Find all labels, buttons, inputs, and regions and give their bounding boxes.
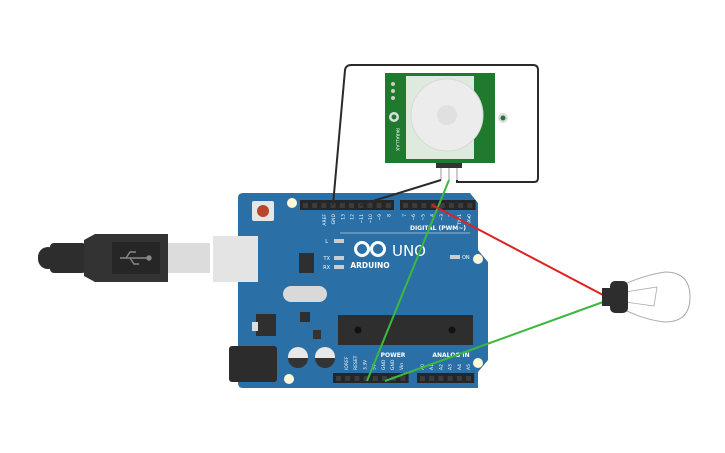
pin-label-power_pins: Vin [399,363,405,370]
header-pin[interactable] [382,376,387,381]
pin-label-analog_pins: A1 [429,364,435,370]
header-pin[interactable] [312,203,318,208]
power-header[interactable] [333,373,409,383]
header-pin[interactable] [349,203,354,208]
header-pin[interactable] [456,376,462,381]
arduino-uno-board[interactable]: L TX RX ON ARDUINO UNO DIGITAL (PWM~) PO… [213,193,488,388]
pin-label-top_pins_right: 7 [402,214,408,217]
header-pin[interactable] [339,203,345,208]
pir-maker: PARALLAX [394,128,400,151]
header-pin[interactable] [372,376,378,381]
wire-pir-5v[interactable] [366,179,450,382]
power-jack [229,346,277,382]
header-pin[interactable] [376,203,382,208]
pin-label-power_pins: 5V [372,363,378,370]
header-pin[interactable] [363,376,369,381]
pin-label-top_pins_left: ~11 [359,214,365,224]
pir-part-number: 555-28027 [505,128,511,153]
header-pin[interactable] [354,376,360,381]
pir-sensor[interactable]: PARALLAX PIR Sensor Rev B 555-28027 [385,73,511,180]
pin-label-analog_pins: A2 [438,364,444,370]
pin-label-top_pins_right: 4 [430,214,436,217]
header-pin[interactable] [438,376,444,381]
header-pin[interactable] [345,376,351,381]
pir-title: PIR Sensor Rev B [505,76,511,114]
pin-label-top_pins_left: AREF [322,214,328,226]
analog-header[interactable] [417,373,475,383]
wire-ground-loop[interactable] [332,64,539,206]
pin-label-analog_pins: A5 [466,364,472,370]
header-pin[interactable] [439,203,445,208]
led-l-label: L [325,239,328,245]
header-pin[interactable] [449,203,454,208]
pin-label-power_pins: 3.3V [362,359,368,370]
pin-label-top_pins_left: 8 [386,214,392,217]
header-pin[interactable] [336,376,341,381]
header-pin[interactable] [321,203,327,208]
pin-label-top_pins_right: ~6 [411,214,417,221]
pin-label-top_pins_right: ~5 [420,214,426,221]
digital-header-left[interactable] [300,200,394,210]
arduino-brand: ARDUINO [350,261,389,270]
pin-label-top_pins_left: ~9 [377,214,383,221]
pin-label-top_pins_left: ~10 [368,214,374,224]
header-pin[interactable] [447,376,453,381]
header-pin[interactable] [466,376,471,381]
pin-label-top_pins_left: 13 [340,214,346,220]
pin-label-analog_pins: A4 [457,364,463,370]
pin-label-power_pins: GND [390,359,396,370]
header-pin[interactable] [420,376,425,381]
header-pin[interactable] [330,203,336,208]
pin-label-power_pins: GND [381,359,387,370]
analog-in-label: ANALOG IN [432,352,469,359]
header-pin[interactable] [458,203,464,208]
usb-icon [120,251,152,265]
pin-label-top_pins_right: RX◂0 [466,214,472,225]
power-label: POWER [381,352,406,359]
header-pin[interactable] [403,203,408,208]
pin-label-top_pins_left: 12 [350,214,356,220]
header-pin[interactable] [467,203,473,208]
led-rx-label: RX [323,265,330,271]
pin-label-power_pins: IOREF [344,356,350,370]
digital-label: DIGITAL (PWM~) [410,225,466,232]
light-bulb-icon[interactable] [602,271,691,323]
header-pin[interactable] [400,376,406,381]
led-on-label: ON [462,255,470,261]
pin-label-power_pins: RESET [353,355,359,370]
pin-label-top_pins_right: ~3 [439,214,445,221]
wire-bulb-gnd[interactable] [384,301,604,382]
pin-label-top_pins_left: GND [331,213,337,224]
wire-pin4-bulb[interactable] [431,204,604,296]
header-pin[interactable] [412,203,418,208]
header-pin[interactable] [367,203,373,208]
wire-ground-pir[interactable] [359,179,442,206]
header-pin[interactable] [303,203,308,208]
arduino-logo-icon [354,241,386,257]
header-pin[interactable] [421,203,427,208]
header-pin[interactable] [429,376,435,381]
pin-label-analog_pins: A3 [448,364,454,370]
header-pin[interactable] [385,203,391,208]
led-tx-label: TX [323,256,331,262]
